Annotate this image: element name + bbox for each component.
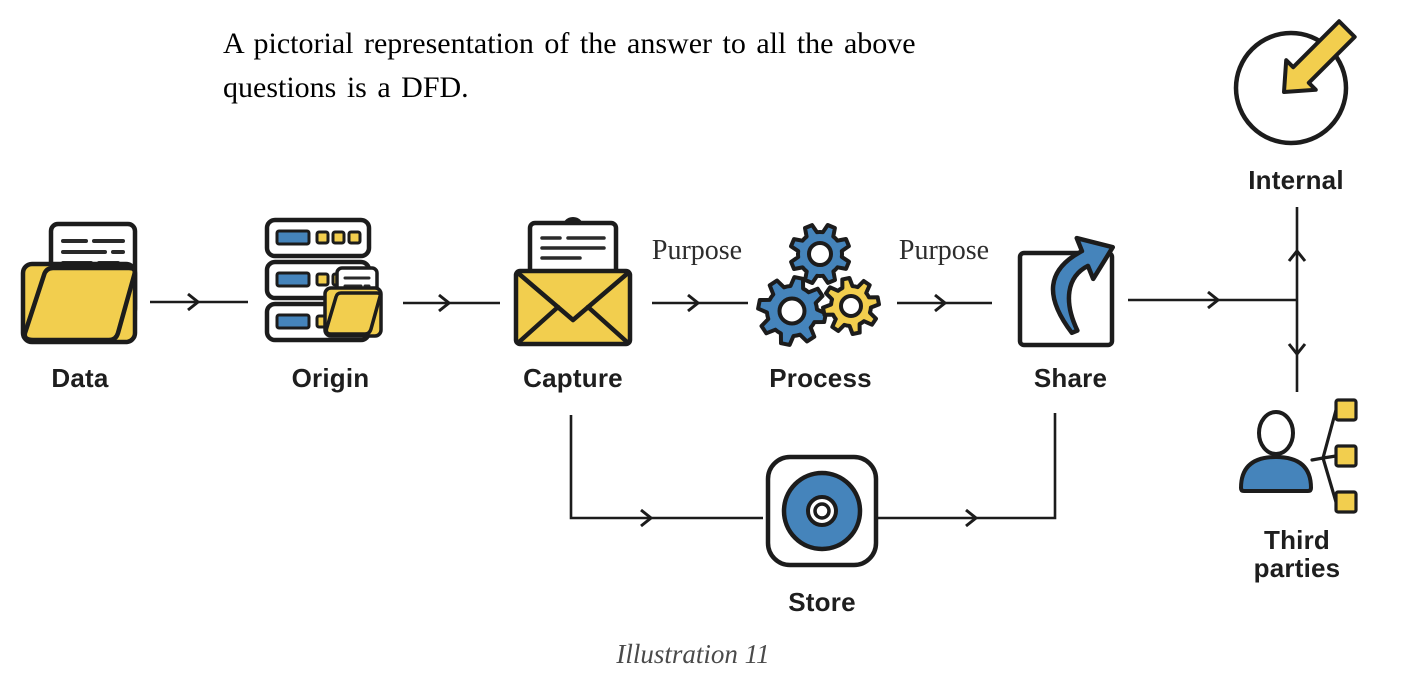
share-curved-arrow [1050,235,1116,336]
letter-text-lines [540,236,606,260]
person-body [1239,455,1313,493]
node-label-data: Data [51,363,109,393]
edge-label-purpose-2: Purpose [898,235,990,266]
arrow-capture-to-process [652,293,748,313]
node-label-share: Share [1033,363,1108,393]
node-label-internal: Internal [1248,165,1344,195]
share-arrow-icon [1017,235,1116,348]
third-parties-icon [1239,398,1358,514]
node-label-third-parties: Third parties [1253,525,1341,583]
envelope-flap-fold [515,270,631,323]
folder-document-icon [20,221,138,345]
node-label-process: Process [769,363,872,393]
figure-caption: Illustration 11 [616,639,770,669]
person-head [1257,410,1295,456]
envelope-body [513,268,633,347]
edge-label-purpose-1: Purpose [651,235,743,266]
gears-icon [756,223,881,347]
arrow-process-to-share [897,293,992,313]
envelope-icon [513,217,633,347]
arrow-store-to-share [878,413,1057,528]
arrow-origin-to-capture [403,293,500,313]
arrow-share-to-recipients [1128,290,1297,310]
server-stack-icon [264,217,383,343]
arrow-data-to-origin [150,292,248,312]
disc-icon [765,454,879,568]
internal-target-icon [1233,19,1357,146]
line-internal-third-parties [1287,207,1307,392]
node-label-capture: Capture [523,363,623,393]
folder-front [22,265,137,343]
intro-line-2: questions is a DFD. [223,71,469,104]
branch-lines [1310,408,1338,504]
mini-folder-document [323,266,383,338]
node-label-origin: Origin [291,363,370,393]
intro-line-1: A pictorial representation of the answer… [223,27,916,60]
incoming-arrow [1282,19,1357,94]
arrow-capture-to-store [569,415,763,528]
node-label-store: Store [788,587,856,617]
intro-text: A pictorial representation of the answer… [223,22,916,110]
